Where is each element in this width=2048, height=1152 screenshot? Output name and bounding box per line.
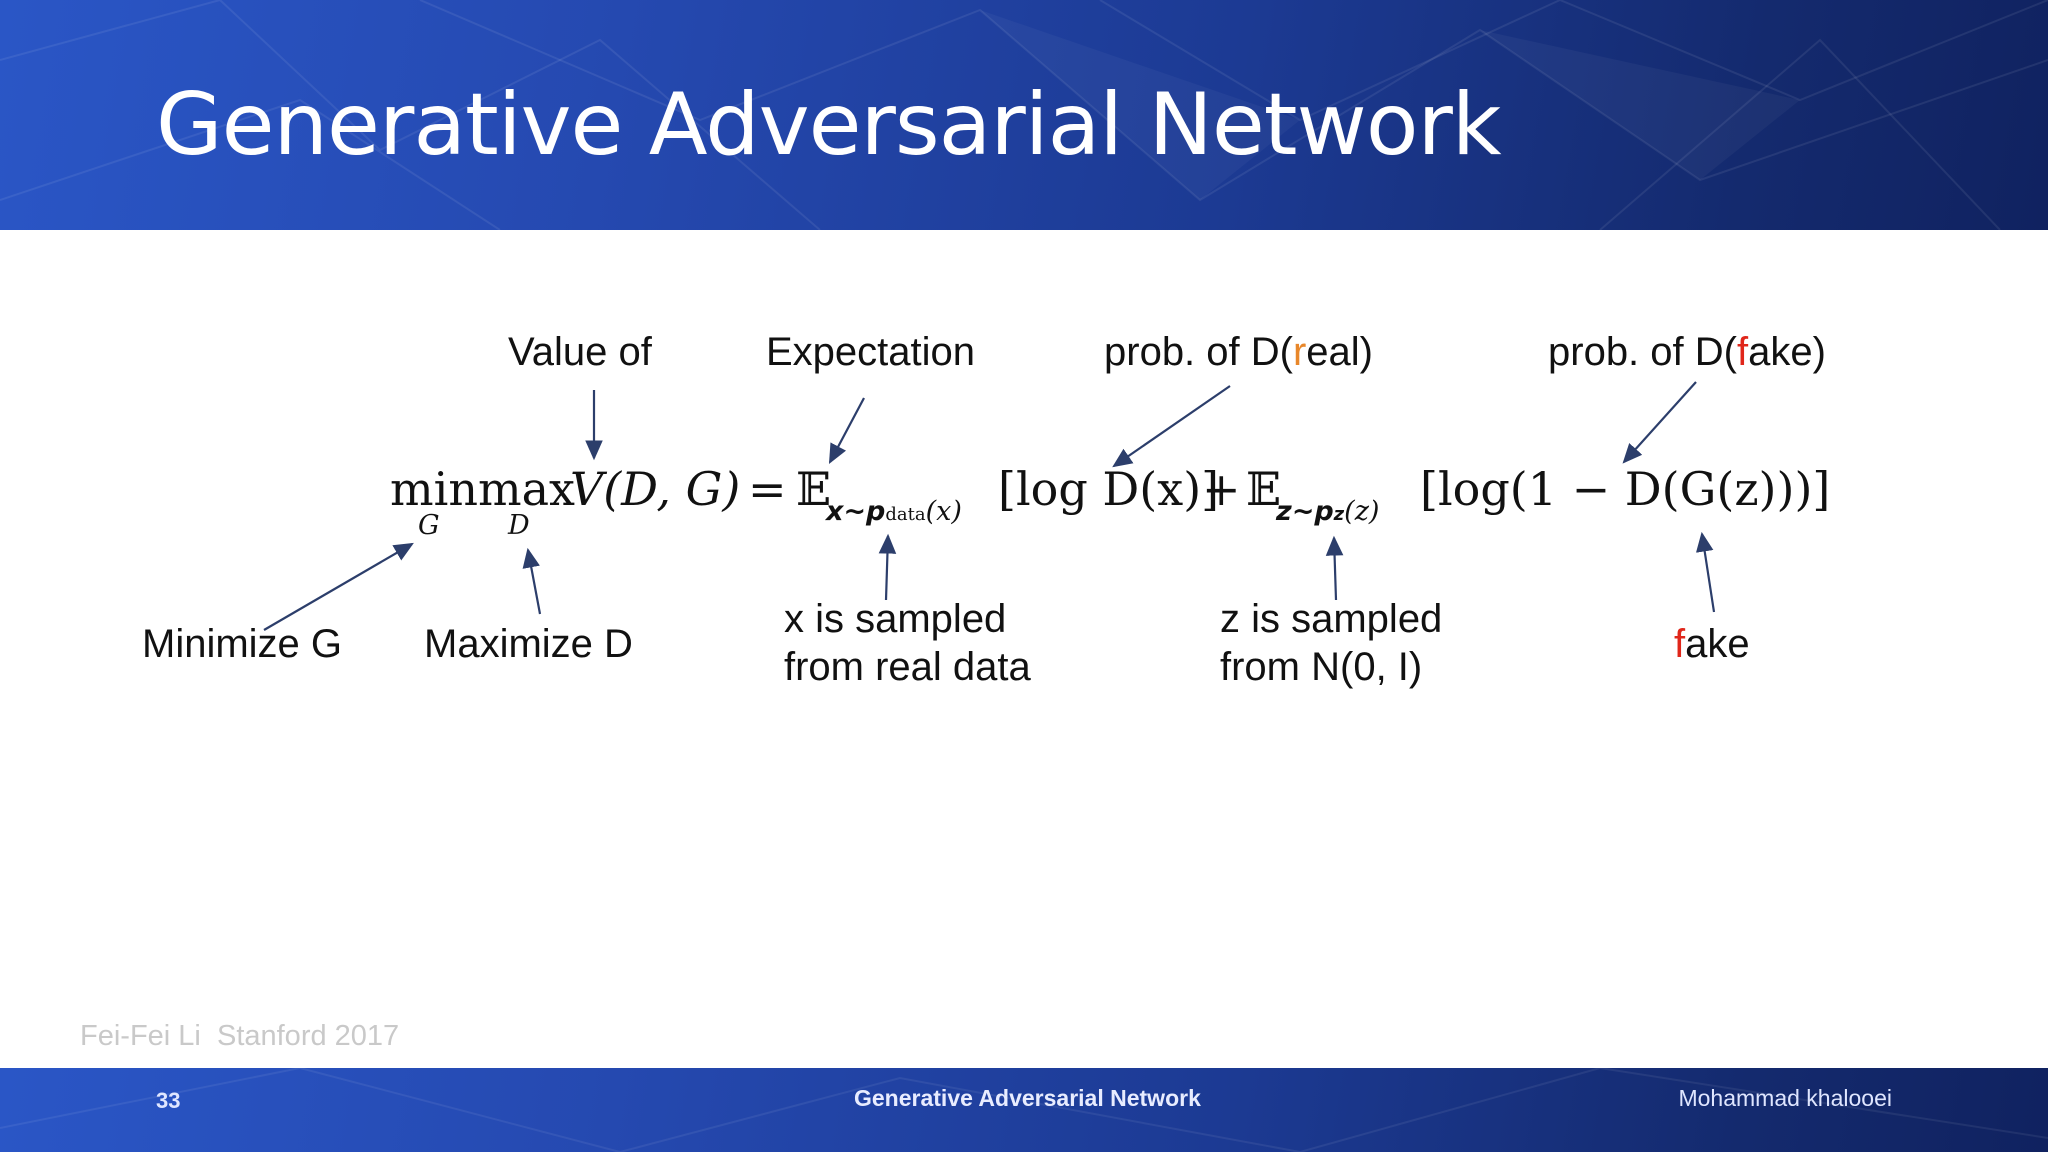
label-x-sampled-1: x is sampled [784, 597, 1007, 641]
arrow-x-sampled [878, 533, 897, 601]
arrow-expectation [828, 397, 865, 464]
formula-min: min [390, 462, 478, 516]
label-z-sampled-2: from N(0, I) [1220, 645, 1423, 689]
formula-e2-sub: z∼pz(z) [1276, 496, 1379, 527]
arrow-prob-fake [1622, 381, 1697, 464]
footer-pattern [0, 1068, 2048, 1152]
label-prob-fake: prob. of D(fake) [1548, 328, 1826, 376]
arrow-prob-real [1112, 385, 1231, 468]
e1-sub-data: data [885, 504, 926, 525]
formula-max: max [478, 462, 575, 516]
e2-sub-tail: (z) [1344, 496, 1380, 527]
label-z-sampled-1: z is sampled [1220, 597, 1443, 641]
fake-rest: ake [1685, 622, 1750, 666]
arrow-maximize [522, 547, 542, 615]
image-credit: Fei-Fei Li Stanford 2017 [80, 1020, 400, 1052]
label-fake: fake [1674, 620, 1750, 668]
label-expectation: Expectation [766, 330, 976, 374]
slide-number: 33 [156, 1088, 181, 1113]
label-x-sampled-2: from real data [784, 645, 1031, 689]
formula-expectation-1: 𝔼 [796, 462, 832, 516]
formula-plus: + [1202, 462, 1241, 516]
prob-real-suffix: eal) [1306, 330, 1373, 374]
e2-sub-z: z [1333, 504, 1345, 525]
formula-min-sub: G [418, 510, 440, 541]
footer-title: Generative Adversarial Network [854, 1085, 1201, 1111]
prob-real-prefix: prob. of D( [1104, 330, 1293, 374]
formula-term-1: [log D(x)] [998, 462, 1220, 516]
formula-e1-sub: x∼pdata(x) [826, 496, 962, 527]
label-value-of: Value of [508, 330, 652, 374]
header-pattern [0, 0, 2048, 230]
label-minimize-g: Minimize G [142, 622, 343, 666]
formula-max-sub: D [508, 510, 530, 541]
prob-real-highlight: r [1292, 330, 1307, 374]
label-prob-real: prob. of D(real) [1104, 328, 1373, 376]
prob-fake-highlight: f [1736, 330, 1749, 374]
fake-highlight: f [1674, 622, 1686, 666]
e1-sub-var: x∼p [826, 496, 886, 527]
footer-author: Mohammad khalooei [1678, 1085, 1892, 1111]
e2-sub-var: z∼p [1276, 496, 1334, 527]
arrow-z-sampled [1325, 535, 1344, 601]
label-maximize-d: Maximize D [424, 622, 633, 666]
formula-value-fn: V(D, G) [570, 462, 741, 516]
formula-term-2: [log(1 − D(G(z)))] [1420, 462, 1831, 516]
prob-fake-suffix: ake) [1748, 330, 1826, 374]
slide-header [0, 0, 2048, 230]
slide-footer [0, 1068, 2048, 1152]
e1-sub-tail: (x) [925, 496, 962, 527]
slide-title: Generative Adversarial Network [156, 75, 1502, 175]
arrow-minimize [263, 542, 414, 631]
gan-objective-formula: min G max D V(D, G) = 𝔼 x∼pdata(x) [log … [390, 462, 1830, 572]
arrow-fake [1695, 531, 1716, 613]
formula-expectation-2: 𝔼 [1246, 462, 1282, 516]
prob-fake-prefix: prob. of D( [1548, 330, 1737, 374]
formula-equals: = [748, 462, 787, 516]
